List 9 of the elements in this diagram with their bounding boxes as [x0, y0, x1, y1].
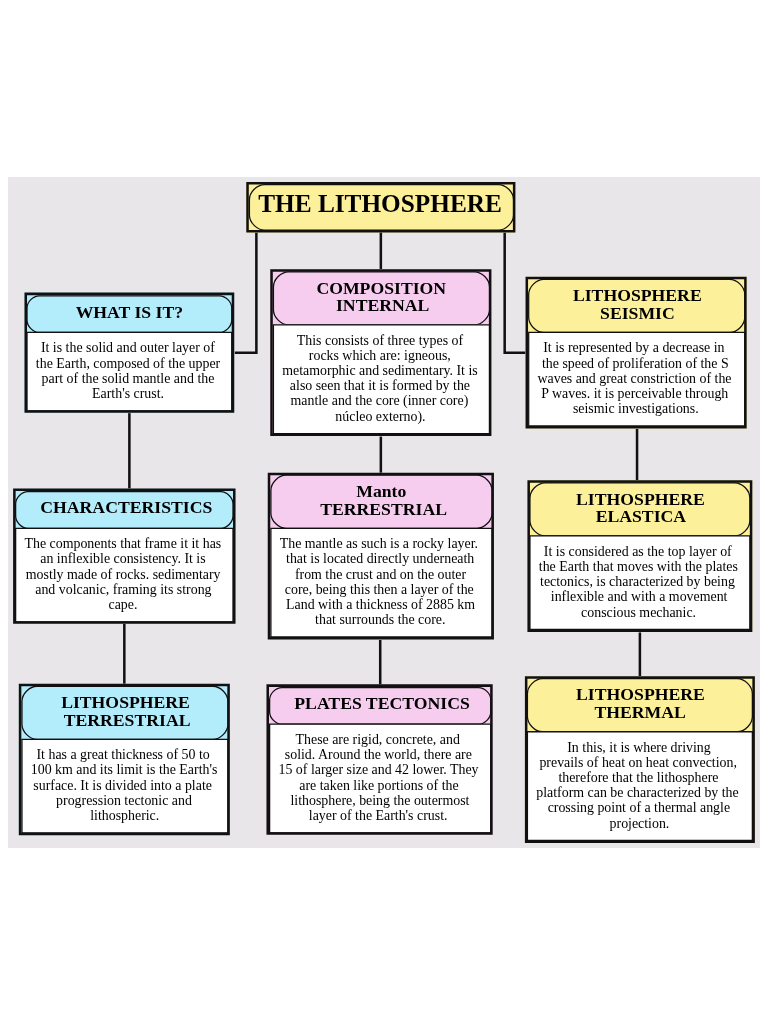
connector: [234, 232, 258, 354]
connector: [379, 436, 383, 473]
connector: [503, 232, 526, 354]
connector: [379, 232, 383, 269]
connector: [635, 428, 639, 480]
connector: [123, 623, 126, 684]
connector: [128, 412, 131, 488]
connector: [378, 639, 382, 684]
connector: [638, 631, 642, 676]
